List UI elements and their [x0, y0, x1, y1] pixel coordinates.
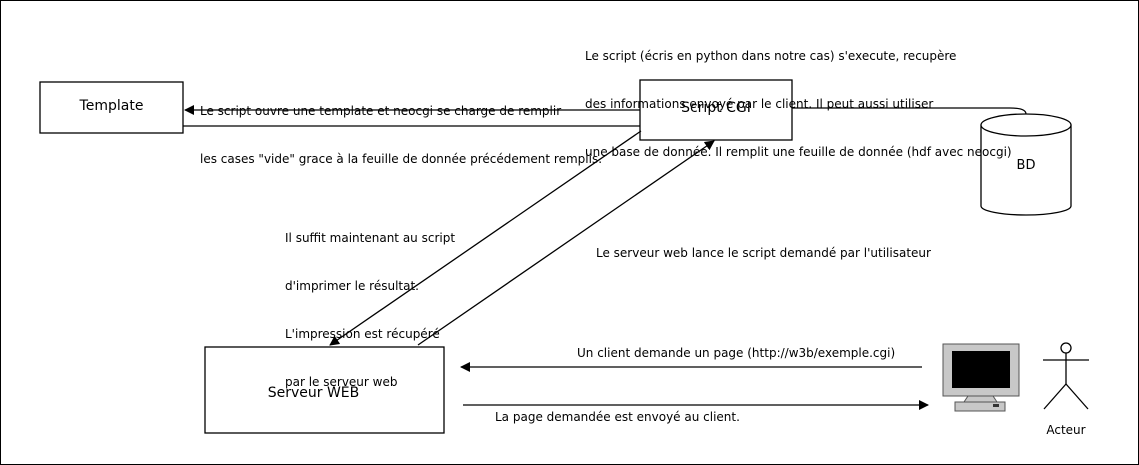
- annotation-server-launches: Le serveur web lance le script demandé p…: [596, 246, 931, 260]
- annotation-line: des informations envoyé par le client. I…: [585, 97, 934, 111]
- database-cylinder: [980, 113, 1072, 216]
- script-cgi-box: [639, 79, 793, 141]
- template-box: [39, 81, 184, 134]
- annotation-script-executes: Le script (écris en python dans notre ca…: [585, 16, 1012, 176]
- template-label: Template: [79, 98, 144, 114]
- annotation-line: une base de donnée. Il remplit une feuil…: [585, 145, 1012, 159]
- annotation-line: Le script (écris en python dans notre ca…: [585, 49, 957, 63]
- annotation-client-request: Un client demande un page (http://w3b/ex…: [577, 346, 896, 360]
- web-server-label: Serveur WEB: [267, 385, 360, 401]
- computer-icon: [942, 343, 1020, 412]
- annotation-template-fill: Le script ouvre une template et neocgi s…: [200, 71, 602, 183]
- annotation-line: Il suffit maintenant au script: [285, 231, 456, 245]
- script-cgi-label: Script CGI: [681, 100, 751, 116]
- web-server-box: [204, 346, 445, 434]
- database-label: BD: [1016, 158, 1036, 173]
- annotation-page-sent: La page demandée est envoyé au client.: [495, 410, 740, 424]
- script-to-db-line: [792, 107, 1027, 115]
- actor-label: Acteur: [1046, 423, 1086, 437]
- server-to-script-arrow: [417, 140, 715, 346]
- annotation-line: L'impression est récupéré: [285, 327, 440, 341]
- annotation-line: d'imprimer le résultat.: [285, 279, 419, 293]
- actor-icon: [1043, 342, 1089, 410]
- script-to-server-arrow: [329, 130, 642, 346]
- annotation-line: par le serveur web: [285, 375, 398, 389]
- annotation-print-result: Il suffit maintenant au script d'imprime…: [285, 198, 455, 406]
- annotation-line: les cases "vide" grace à la feuille de d…: [200, 152, 603, 166]
- annotation-line: Le script ouvre une template et neocgi s…: [200, 104, 562, 118]
